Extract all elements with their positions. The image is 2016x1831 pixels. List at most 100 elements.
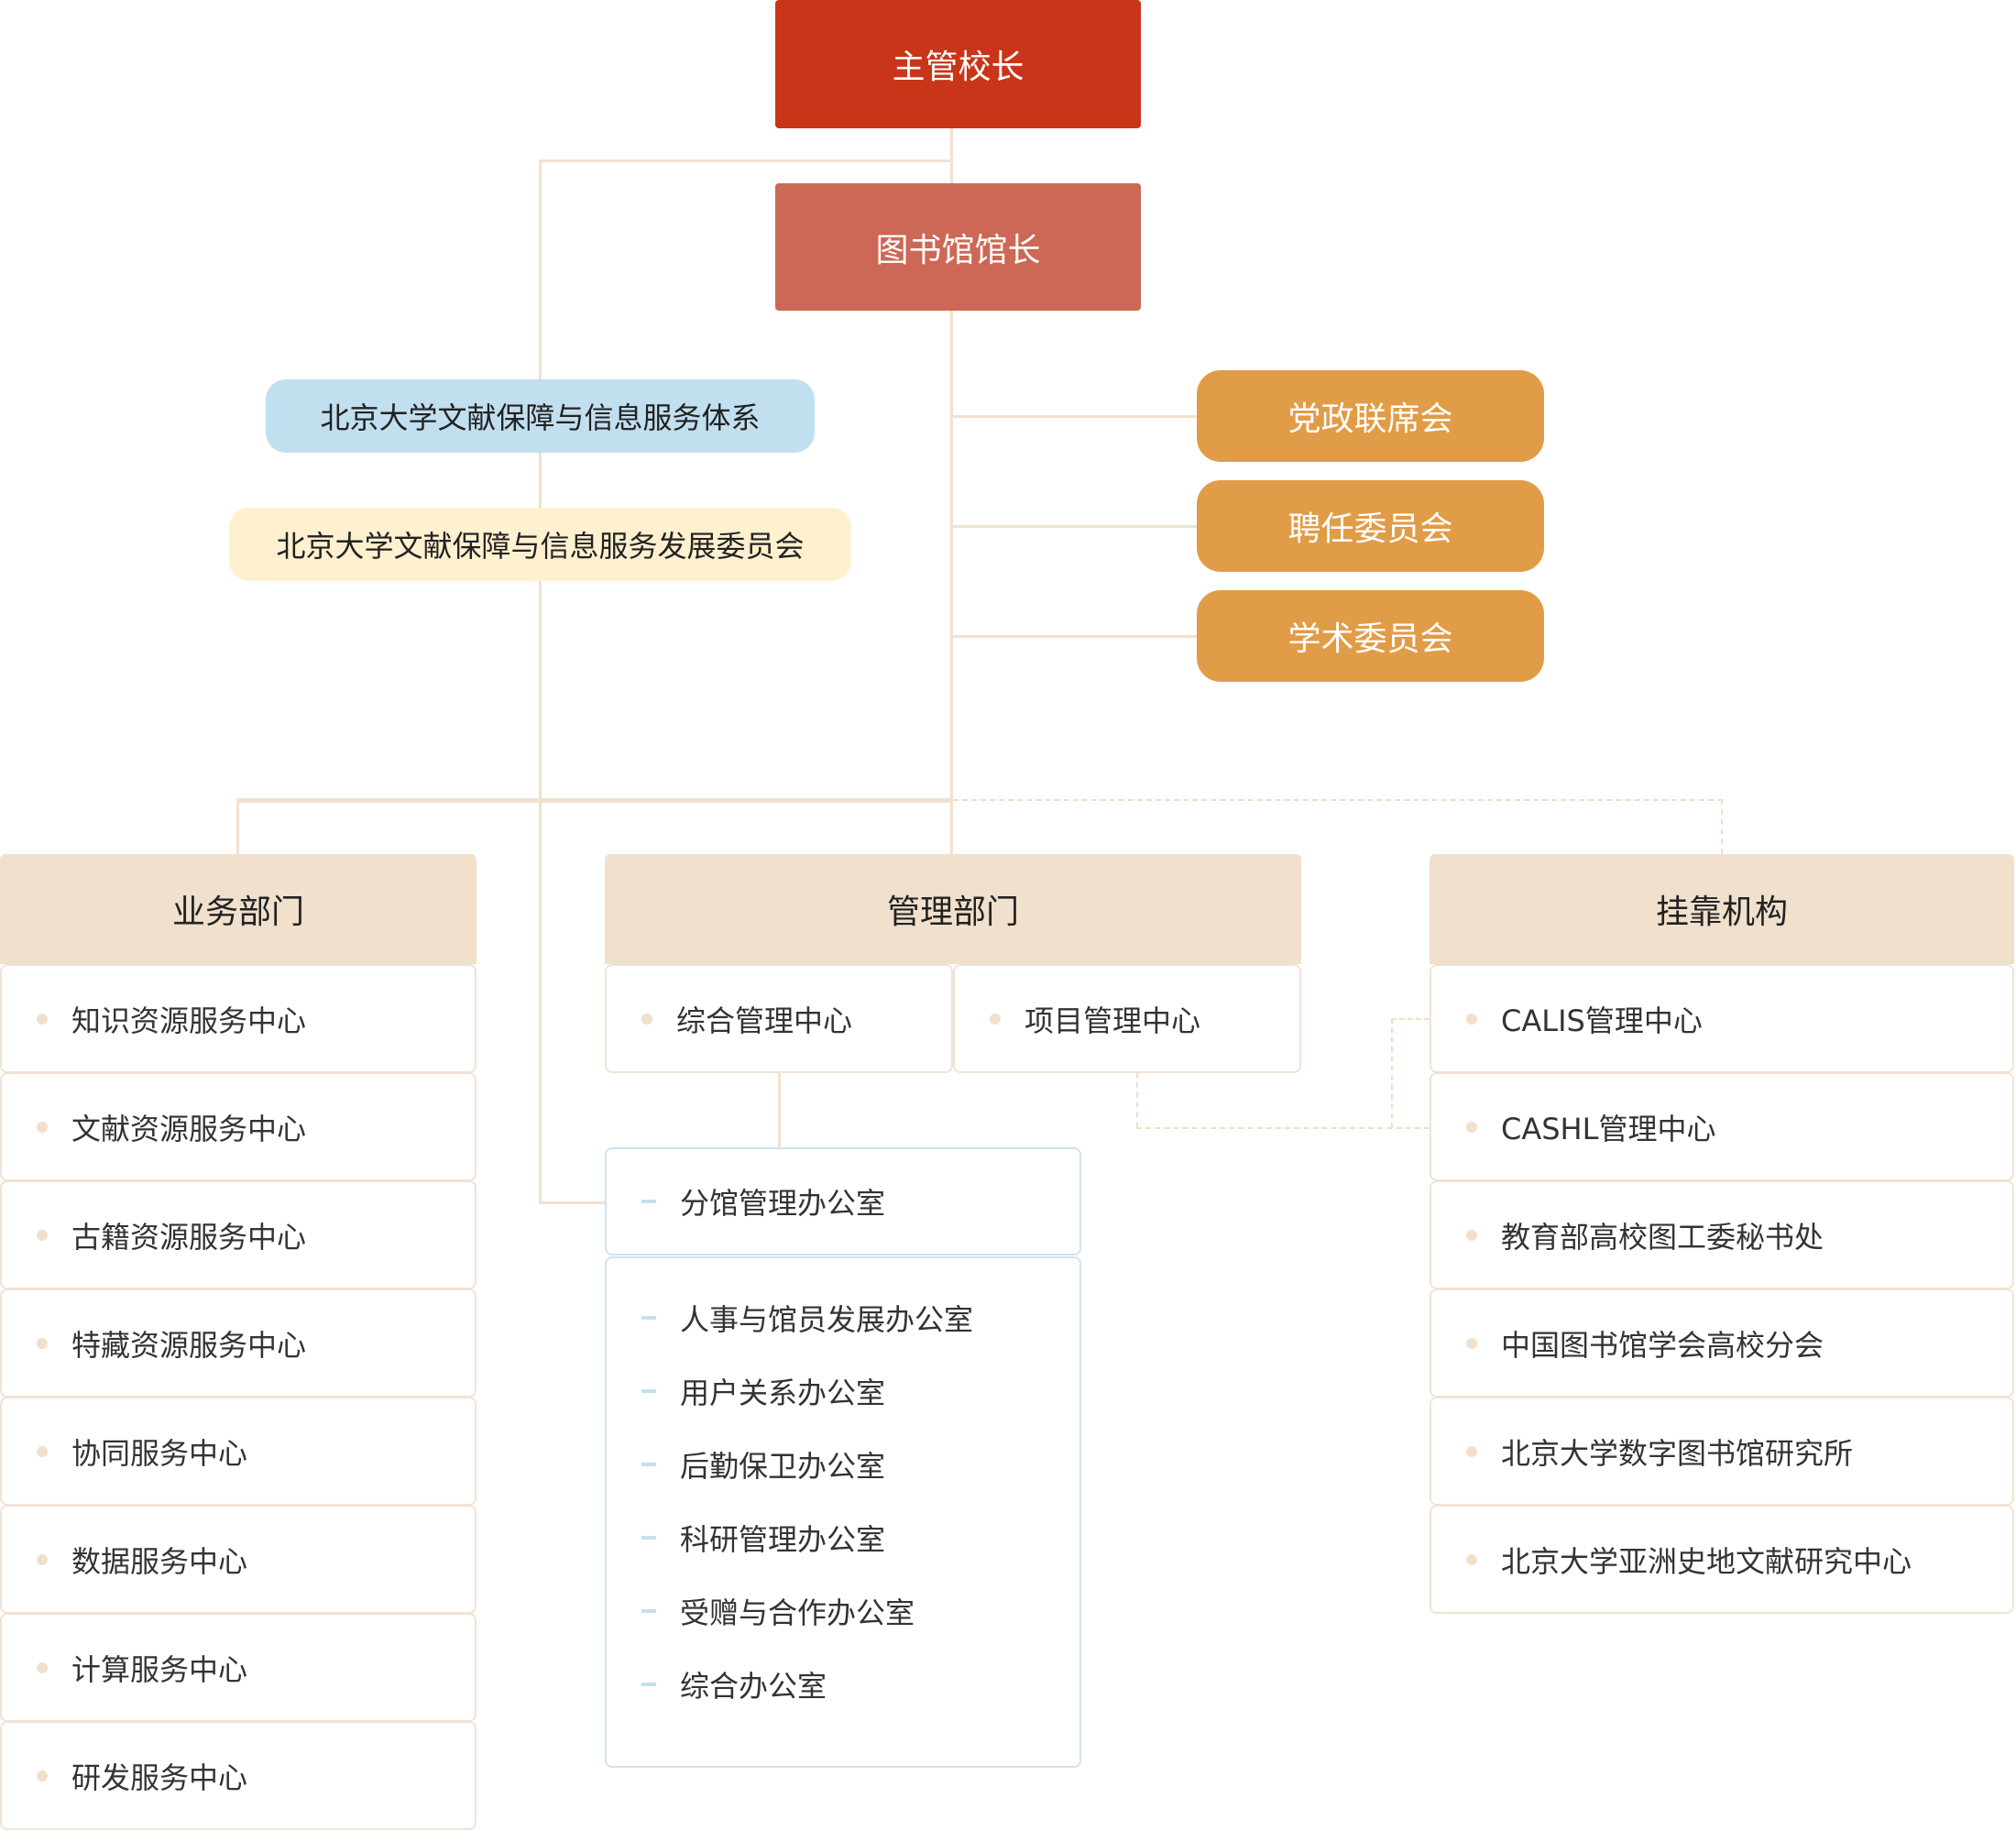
affiliated-orgs-title: 挂靠机构 xyxy=(1655,894,1788,931)
business-dept-item[interactable]: 协同服务中心 xyxy=(0,1397,477,1506)
bullet-dot-icon xyxy=(37,1121,48,1133)
dash-icon xyxy=(641,1200,656,1203)
connector-council-3 xyxy=(952,635,1197,638)
office-label: 科研管理办公室 xyxy=(680,1522,886,1557)
connector-business-drop xyxy=(236,798,239,854)
business-dept-item[interactable]: 特藏资源服务中心 xyxy=(0,1288,477,1398)
business-dept-item[interactable]: 数据服务中心 xyxy=(0,1505,477,1614)
affiliated-orgs-header[interactable]: 挂靠机构 xyxy=(1430,854,2014,964)
connector-general-center-drop xyxy=(778,1072,781,1147)
dash-icon xyxy=(641,1389,656,1393)
bullet-dot-icon xyxy=(37,1229,48,1241)
business-dept-item[interactable]: 文献资源服务中心 xyxy=(0,1072,477,1181)
offices-box: 人事与馆员发展办公室用户关系办公室后勤保卫办公室科研管理办公室受赠与合作办公室综… xyxy=(605,1256,1081,1768)
business-dept-label: 数据服务中心 xyxy=(71,1543,248,1579)
director-label: 图书馆馆长 xyxy=(875,231,1041,269)
office-label: 分馆管理办公室 xyxy=(680,1186,886,1221)
business-dept-label: 文献资源服务中心 xyxy=(71,1111,307,1146)
affiliated-org-item[interactable]: 教育部高校图工委秘书处 xyxy=(1430,1180,2014,1289)
office-item[interactable]: 综合办公室 xyxy=(607,1661,827,1707)
bullet-dot-icon xyxy=(1466,1013,1477,1025)
business-dept-item[interactable]: 计算服务中心 xyxy=(0,1613,477,1722)
business-dept-label: 研发服务中心 xyxy=(71,1760,248,1795)
management-dept-header[interactable]: 管理部门 xyxy=(605,854,1301,964)
affiliated-org-item[interactable]: CASHL管理中心 xyxy=(1430,1072,2014,1181)
bullet-dot-icon xyxy=(641,1013,652,1025)
dash-icon xyxy=(641,1536,656,1540)
bullet-dot-icon xyxy=(1466,1337,1477,1349)
council-academic[interactable]: 学术委员会 xyxy=(1197,590,1544,682)
connector-project-center-drop xyxy=(1136,1072,1138,1127)
management-dept-title: 管理部门 xyxy=(886,894,1019,931)
office-label: 受赠与合作办公室 xyxy=(680,1595,915,1630)
office-item[interactable]: 用户关系办公室 xyxy=(607,1368,885,1414)
business-dept-item[interactable]: 知识资源服务中心 xyxy=(0,964,477,1073)
business-dept-item[interactable]: 古籍资源服务中心 xyxy=(0,1180,477,1289)
general-management-center[interactable]: 综合管理中心 xyxy=(605,964,953,1073)
affiliated-org-label: 北京大学亚洲史地文献研究中心 xyxy=(1501,1543,1912,1579)
connector-left-vertical xyxy=(539,159,542,1204)
bullet-dot-icon xyxy=(1466,1121,1477,1133)
affiliated-org-item[interactable]: 中国图书馆学会高校分会 xyxy=(1430,1288,2014,1398)
affiliated-org-label: 中国图书馆学会高校分会 xyxy=(1501,1327,1824,1363)
president-box[interactable]: 主管校长 xyxy=(775,0,1141,128)
office-item[interactable]: 科研管理办公室 xyxy=(607,1515,885,1561)
bullet-dot-icon xyxy=(37,1553,48,1565)
affiliated-org-label: CASHL管理中心 xyxy=(1501,1111,1716,1146)
connector-system-committee xyxy=(539,453,541,508)
connector-departments-horizontal xyxy=(236,798,952,803)
business-dept-label: 知识资源服务中心 xyxy=(71,1003,307,1038)
council-label: 聘任委员会 xyxy=(1287,510,1453,548)
office-label: 用户关系办公室 xyxy=(680,1376,886,1410)
office-label: 后勤保卫办公室 xyxy=(680,1449,886,1484)
bullet-dot-icon xyxy=(37,1661,48,1673)
council-label: 党政联席会 xyxy=(1287,400,1453,438)
service-system-label: 北京大学文献保障与信息服务体系 xyxy=(320,400,761,435)
connector-affiliated-bracket xyxy=(1391,1018,1393,1128)
business-dept-item[interactable]: 研发服务中心 xyxy=(0,1721,477,1830)
bullet-dot-icon xyxy=(1466,1553,1477,1565)
president-label: 主管校长 xyxy=(892,49,1024,86)
affiliated-org-item[interactable]: 北京大学亚洲史地文献研究中心 xyxy=(1430,1505,2014,1614)
connector-affiliated-dashed xyxy=(953,799,1723,801)
bullet-dot-icon xyxy=(37,1337,48,1349)
development-committee-label: 北京大学文献保障与信息服务发展委员会 xyxy=(276,529,805,564)
connector-branch-office xyxy=(539,1201,605,1204)
office-item[interactable]: 人事与馆员发展办公室 xyxy=(607,1295,973,1341)
business-dept-label: 古籍资源服务中心 xyxy=(71,1219,307,1255)
dash-icon xyxy=(641,1463,656,1466)
director-box[interactable]: 图书馆馆长 xyxy=(775,183,1141,311)
office-item[interactable]: 后勤保卫办公室 xyxy=(607,1442,885,1487)
council-label: 学术委员会 xyxy=(1287,620,1453,658)
connector-left-branch-top xyxy=(539,159,952,162)
development-committee-box[interactable]: 北京大学文献保障与信息服务发展委员会 xyxy=(229,508,851,581)
connector-main-vertical xyxy=(950,128,953,854)
council-party-admin[interactable]: 党政联席会 xyxy=(1197,370,1544,462)
business-dept-title: 业务部门 xyxy=(171,894,304,931)
project-management-center[interactable]: 项目管理中心 xyxy=(953,964,1301,1073)
business-dept-label: 协同服务中心 xyxy=(71,1435,248,1471)
connector-project-to-affiliated xyxy=(1136,1127,1430,1129)
affiliated-org-item[interactable]: 北京大学数字图书馆研究所 xyxy=(1430,1397,2014,1506)
center-label: 项目管理中心 xyxy=(1024,1003,1201,1038)
service-system-box[interactable]: 北京大学文献保障与信息服务体系 xyxy=(266,379,815,453)
connector-council-1 xyxy=(952,415,1197,418)
affiliated-org-label: 教育部高校图工委秘书处 xyxy=(1501,1219,1824,1255)
bullet-dot-icon xyxy=(990,1013,1001,1025)
business-dept-label: 特藏资源服务中心 xyxy=(71,1327,307,1363)
council-appointment[interactable]: 聘任委员会 xyxy=(1197,480,1544,572)
affiliated-org-item[interactable]: CALIS管理中心 xyxy=(1430,964,2014,1073)
connector-affiliated-drop xyxy=(1721,799,1723,854)
bullet-dot-icon xyxy=(1466,1445,1477,1457)
center-label: 综合管理中心 xyxy=(676,1003,853,1038)
affiliated-org-label: 北京大学数字图书馆研究所 xyxy=(1501,1435,1854,1471)
office-item[interactable]: 受赠与合作办公室 xyxy=(607,1588,915,1634)
office-label: 人事与馆员发展办公室 xyxy=(680,1302,974,1337)
bullet-dot-icon xyxy=(1466,1229,1477,1241)
business-dept-header[interactable]: 业务部门 xyxy=(0,854,477,964)
affiliated-org-label: CALIS管理中心 xyxy=(1501,1003,1703,1038)
dash-icon xyxy=(641,1316,656,1320)
connector-calis-link xyxy=(1391,1018,1430,1020)
office-label: 综合办公室 xyxy=(680,1669,827,1704)
branch-management-office[interactable]: 分馆管理办公室 xyxy=(605,1147,1081,1255)
